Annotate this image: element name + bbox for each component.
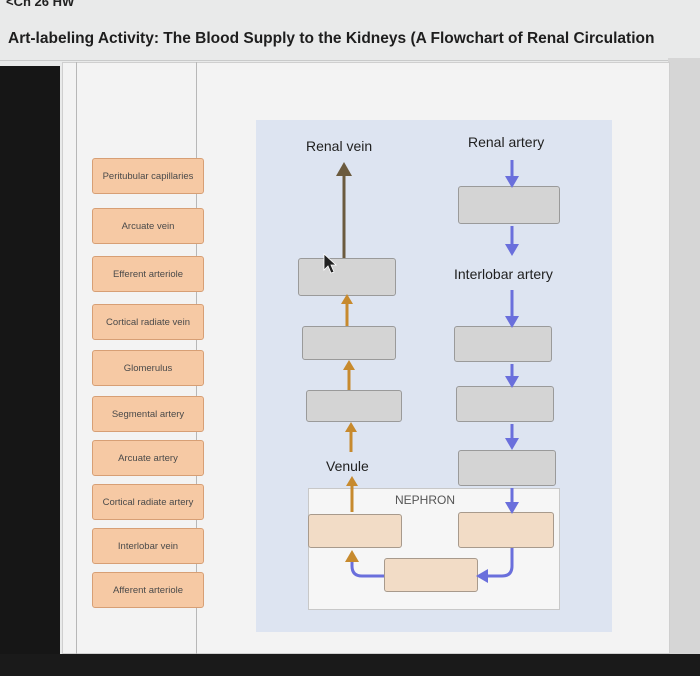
column-divider: [76, 62, 77, 654]
nephron-label: NEPHRON: [395, 493, 456, 507]
drop-target-vein-2[interactable]: [302, 326, 396, 360]
screen-bezel-bottom: [0, 654, 700, 676]
label-afferent-arteriole[interactable]: Afferent arteriole: [92, 572, 204, 608]
interlobar-artery-label: Interlobar artery: [454, 266, 553, 282]
label-glomerulus[interactable]: Glomerulus: [92, 350, 204, 386]
screen-bezel: [0, 66, 60, 676]
label-interlobar-vein[interactable]: Interlobar vein: [92, 528, 204, 564]
label-arcuate-vein[interactable]: Arcuate vein: [92, 208, 204, 244]
title-divider: [0, 60, 700, 61]
label-efferent-arteriole[interactable]: Efferent arteriole: [92, 256, 204, 292]
label-cortical-radiate-vein[interactable]: Cortical radiate vein: [92, 304, 204, 340]
drop-target-vein-3[interactable]: [306, 390, 402, 422]
drop-target-vein-4[interactable]: [308, 514, 402, 548]
label-segmental-artery[interactable]: Segmental artery: [92, 396, 204, 432]
label-cortical-radiate-artery[interactable]: Cortical radiate artery: [92, 484, 204, 520]
right-edge: [668, 58, 700, 658]
venule-label: Venule: [326, 458, 369, 474]
label-arcuate-artery[interactable]: Arcuate artery: [92, 440, 204, 476]
breadcrumb[interactable]: <Ch 26 HW: [6, 0, 75, 9]
label-peritubular-capillaries[interactable]: Peritubular capillaries: [92, 158, 204, 194]
drop-target-artery-5[interactable]: [458, 512, 554, 548]
page-title: Art-labeling Activity: The Blood Supply …: [8, 30, 655, 47]
drop-target-artery-3[interactable]: [456, 386, 554, 422]
drop-target-capillary[interactable]: [384, 558, 478, 592]
drop-target-artery-2[interactable]: [454, 326, 552, 362]
drop-target-artery-4[interactable]: [458, 450, 556, 486]
renal-artery-label: Renal artery: [468, 134, 545, 150]
drop-target-artery-1[interactable]: [458, 186, 560, 224]
renal-vein-label: Renal vein: [306, 138, 373, 154]
drop-target-vein-1[interactable]: [298, 258, 396, 296]
